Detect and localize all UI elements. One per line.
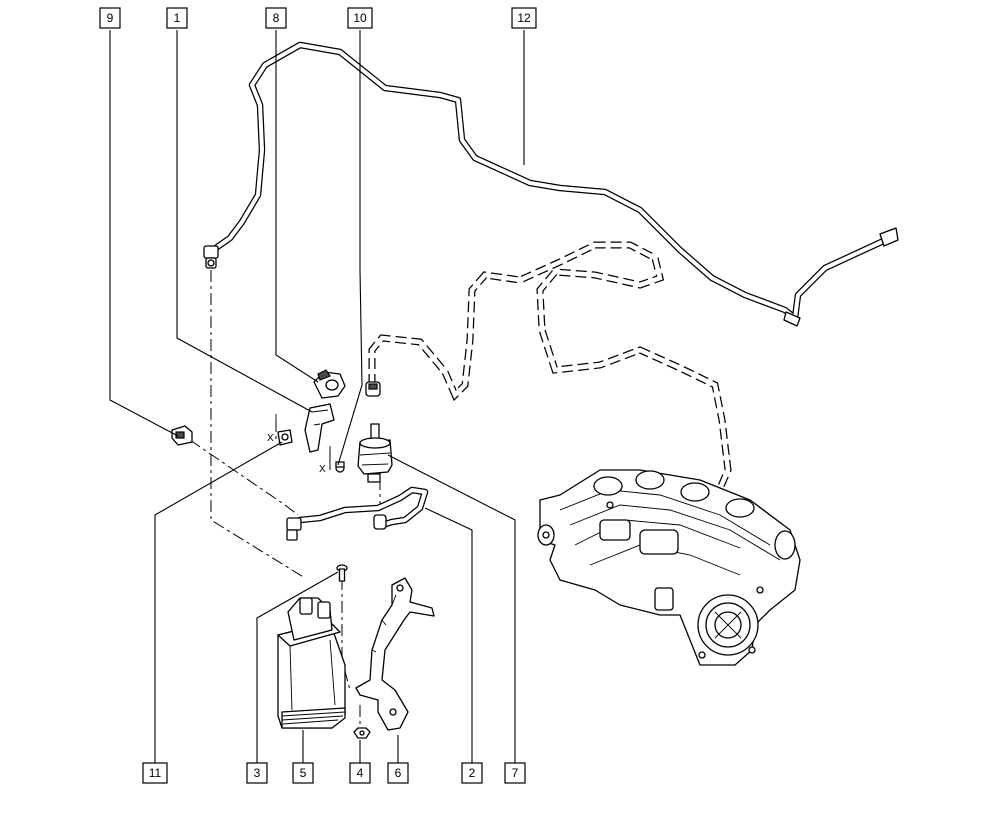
part-3-screw bbox=[336, 564, 348, 582]
leader-lines bbox=[109, 30, 525, 763]
callout-1: 1 bbox=[166, 7, 188, 29]
x-marker-a: X bbox=[267, 414, 277, 444]
part-7-solenoid-valve bbox=[357, 423, 393, 483]
callout-label-6: 6 bbox=[395, 766, 402, 780]
callout-8: 8 bbox=[265, 7, 287, 29]
callout-label-3: 3 bbox=[254, 766, 261, 780]
callout-label-11: 11 bbox=[149, 766, 162, 780]
callout-11: 11 bbox=[142, 762, 168, 784]
callout-4: 4 bbox=[349, 762, 371, 784]
intake-manifold-assembly bbox=[537, 469, 801, 666]
part-10-connector bbox=[365, 381, 381, 397]
callout-6: 6 bbox=[387, 762, 409, 784]
callout-label-9: 9 bbox=[107, 11, 114, 25]
callout-12: 12 bbox=[511, 7, 537, 29]
callout-label-7: 7 bbox=[512, 766, 519, 780]
part-4-nut bbox=[353, 727, 371, 739]
callout-label-10: 10 bbox=[353, 11, 367, 25]
pipe-2 bbox=[286, 486, 429, 541]
x-mark-label-a: X bbox=[267, 433, 274, 444]
x-mark-label-b: X bbox=[319, 464, 326, 475]
callout-9: 9 bbox=[99, 7, 121, 29]
pipe-12 bbox=[209, 41, 899, 327]
part-8-clip bbox=[313, 369, 346, 399]
callout-5: 5 bbox=[292, 762, 314, 784]
part-5-canister bbox=[277, 597, 346, 729]
pipe-12-connector bbox=[203, 245, 219, 269]
callout-label-5: 5 bbox=[300, 766, 307, 780]
part-1-bracket bbox=[304, 403, 335, 453]
callout-label-2: 2 bbox=[469, 766, 476, 780]
callout-label-1: 1 bbox=[174, 11, 181, 25]
callout-7: 7 bbox=[504, 762, 526, 784]
x-marker-b: X bbox=[319, 446, 345, 475]
dashed-hose bbox=[368, 241, 732, 561]
part-9-clip bbox=[171, 425, 193, 446]
callout-label-4: 4 bbox=[357, 766, 364, 780]
callout-3: 3 bbox=[246, 762, 268, 784]
part-6-bracket bbox=[355, 577, 435, 731]
callout-label-12: 12 bbox=[517, 11, 531, 25]
callout-10: 10 bbox=[347, 7, 373, 29]
callout-2: 2 bbox=[461, 762, 483, 784]
part-11-fastener bbox=[277, 429, 293, 446]
callout-label-8: 8 bbox=[273, 11, 280, 25]
